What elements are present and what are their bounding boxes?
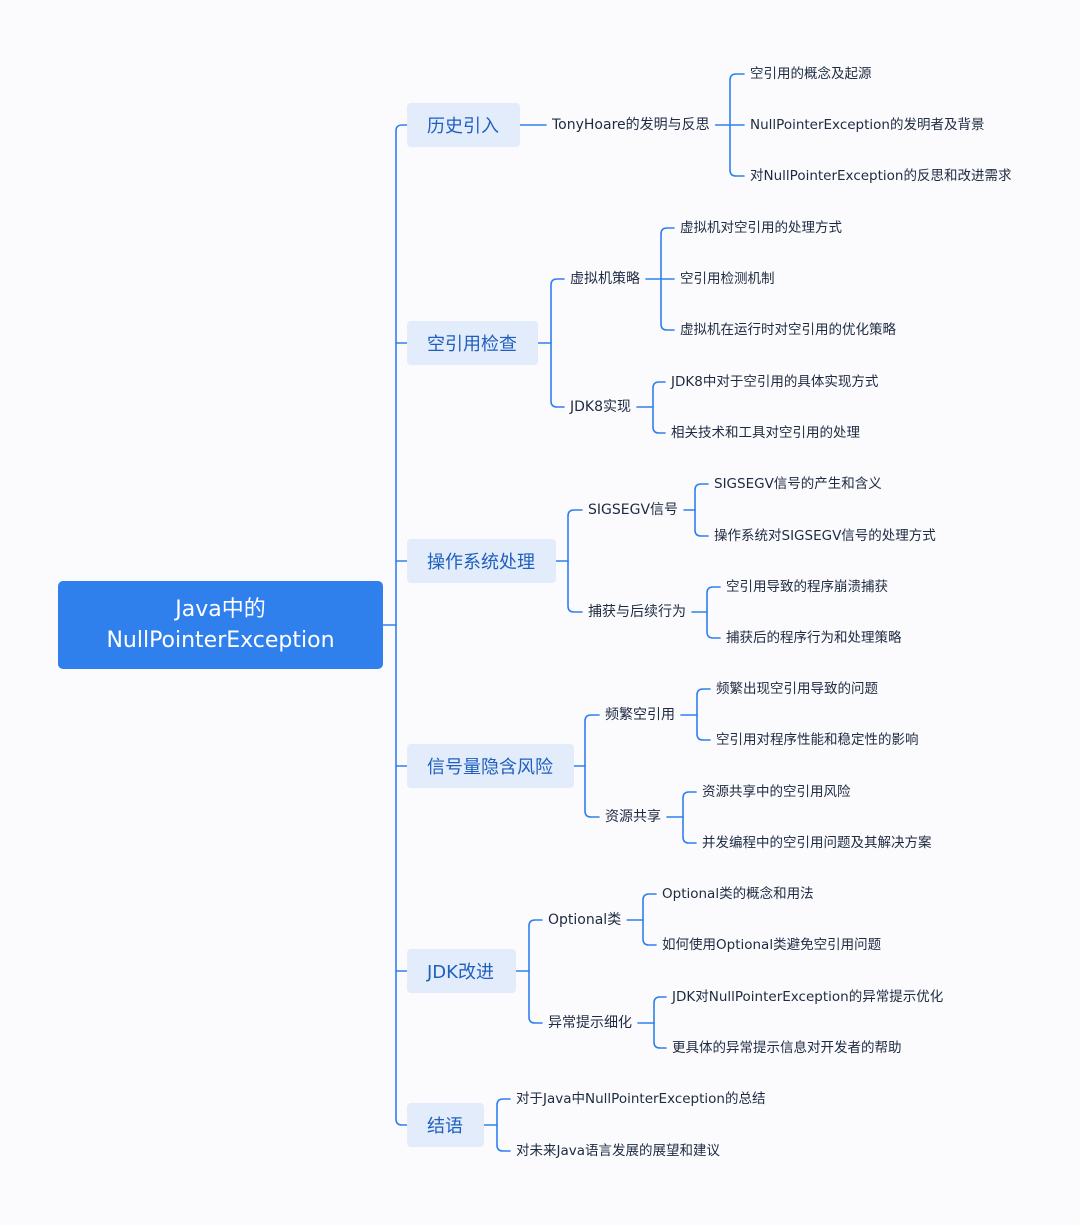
root-title-line2: NullPointerException <box>106 628 335 653</box>
connector-line <box>584 765 600 818</box>
connector-line <box>696 688 711 716</box>
connector-line <box>660 227 675 280</box>
branch-node[interactable]: 空引用检查 <box>407 321 538 365</box>
connector-line <box>528 970 543 1024</box>
connector-line <box>550 278 565 344</box>
leaf-label[interactable]: 更具体的异常提示信息对开发者的帮助 <box>672 1040 902 1056</box>
connector-line <box>696 714 711 741</box>
leaf-label[interactable]: 空引用导致的程序崩溃捕获 <box>726 579 888 595</box>
branch-node[interactable]: 结语 <box>407 1103 484 1147</box>
connector-line <box>395 124 408 626</box>
connector-line <box>653 1022 667 1049</box>
connector-line <box>642 919 657 946</box>
leaf-label[interactable]: 相关技术和工具对空引用的处理 <box>671 425 860 441</box>
leaf-label[interactable]: JDK8中对于空引用的具体实现方式 <box>671 374 879 390</box>
connector-line <box>682 816 697 844</box>
root-node[interactable]: Java中的 NullPointerException <box>58 581 383 669</box>
branch-node[interactable]: 历史引入 <box>407 103 520 147</box>
connector-line <box>528 919 543 972</box>
leaf-label[interactable]: JDK对NullPointerException的异常提示优化 <box>672 989 944 1005</box>
leaf-label[interactable]: 空引用对程序性能和稳定性的影响 <box>716 732 919 748</box>
connector-line <box>567 509 583 562</box>
subtopic-label[interactable]: 虚拟机策略 <box>570 271 640 287</box>
connector-line <box>395 624 408 1126</box>
leaf-label[interactable]: 资源共享中的空引用风险 <box>702 784 851 800</box>
connector-line <box>660 278 675 331</box>
leaf-label[interactable]: 捕获后的程序行为和处理策略 <box>726 630 902 646</box>
subtopic-label[interactable]: 频繁空引用 <box>605 707 675 723</box>
connector-line <box>496 1098 511 1126</box>
subtopic-label[interactable]: 异常提示细化 <box>548 1015 632 1031</box>
leaf-label[interactable]: NullPointerException的发明者及背景 <box>750 117 985 133</box>
connector-line <box>729 73 745 126</box>
branch-node[interactable]: 信号量隐含风险 <box>407 744 574 788</box>
subtopic-label[interactable]: SIGSEGV信号 <box>588 502 679 518</box>
connector-line <box>706 611 721 639</box>
leaf-label[interactable]: 对于Java中NullPointerException的总结 <box>516 1091 766 1107</box>
subtopic-label[interactable]: 资源共享 <box>605 809 661 825</box>
leaf-label[interactable]: 对NullPointerException的反思和改进需求 <box>750 168 1012 184</box>
connector-line <box>694 509 709 537</box>
leaf-label[interactable]: 频繁出现空引用导致的问题 <box>716 681 878 697</box>
leaf-label[interactable]: 操作系统对SIGSEGV信号的处理方式 <box>714 528 936 544</box>
branch-node[interactable]: 操作系统处理 <box>407 539 556 583</box>
subtopic-label[interactable]: Optional类 <box>548 912 622 928</box>
root-title-line1: Java中的 <box>175 597 266 622</box>
leaf-label[interactable]: SIGSEGV信号的产生和含义 <box>714 476 882 492</box>
subtopic-label[interactable]: 捕获与后续行为 <box>588 604 686 620</box>
leaf-label[interactable]: 虚拟机对空引用的处理方式 <box>680 220 842 236</box>
leaf-label[interactable]: 虚拟机在运行时对空引用的优化策略 <box>680 322 896 338</box>
subtopic-label[interactable]: TonyHoare的发明与反思 <box>552 117 710 133</box>
connector-line <box>729 124 745 177</box>
connector-line <box>550 342 565 408</box>
connector-line <box>682 791 697 818</box>
leaf-label[interactable]: 如何使用Optional类避免空引用问题 <box>662 937 882 953</box>
connector-line <box>653 996 667 1024</box>
connector-line <box>567 560 583 613</box>
leaf-label[interactable]: 并发编程中的空引用问题及其解决方案 <box>702 835 932 851</box>
leaf-label[interactable]: 空引用检测机制 <box>680 271 775 287</box>
connector-line <box>652 406 666 434</box>
leaf-label[interactable]: 对未来Java语言发展的展望和建议 <box>516 1143 721 1159</box>
leaf-label[interactable]: Optional类的概念和用法 <box>662 886 814 902</box>
connector-line <box>642 893 657 921</box>
connector-line <box>706 586 721 613</box>
connector-line <box>694 483 709 511</box>
leaf-label[interactable]: 空引用的概念及起源 <box>750 66 872 82</box>
subtopic-label[interactable]: JDK8实现 <box>570 399 631 415</box>
connector-line <box>652 381 666 408</box>
connector-line <box>496 1124 511 1152</box>
branch-node[interactable]: JDK改进 <box>407 949 516 993</box>
connector-line <box>584 714 600 767</box>
